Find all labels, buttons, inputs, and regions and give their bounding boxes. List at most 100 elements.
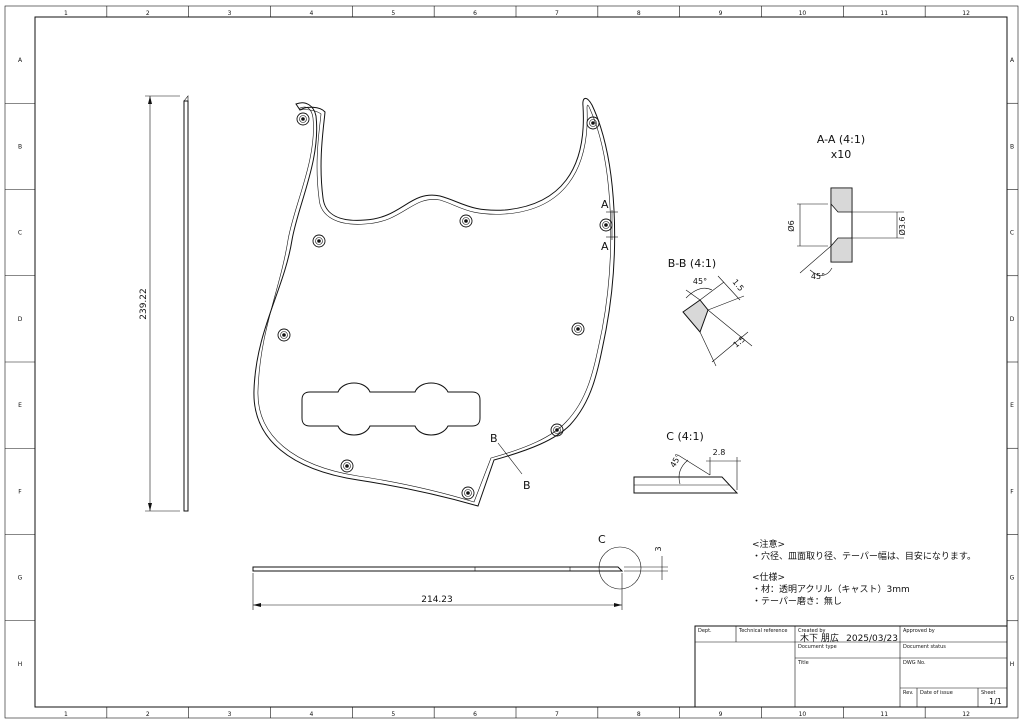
- grid-column-label: 8: [637, 711, 641, 718]
- grid-column-label: 2: [146, 711, 150, 718]
- bottom-thickness-dim: 3: [654, 546, 663, 551]
- section-aa-label: A-A (4:1): [817, 133, 865, 146]
- grid-row-label: C: [18, 230, 22, 237]
- section-bb-view: B-B (4:1) 1.5 1.5 45°: [668, 257, 753, 367]
- screw-hole: [586, 116, 600, 130]
- grid-row-label: C: [1010, 230, 1014, 237]
- grid-row-label: A: [1010, 57, 1015, 64]
- grid-row-label: E: [1010, 402, 1014, 409]
- inner-frame: [34, 16, 1008, 708]
- grid-column-label: 7: [555, 711, 559, 718]
- tb-title: Title: [797, 660, 809, 666]
- tb-dwg-no: DWG No.: [903, 660, 926, 666]
- tb-created-by: 木下 朋広: [800, 632, 839, 644]
- grid-column-label: 10: [799, 711, 807, 718]
- c-angle: 45°: [668, 452, 683, 469]
- grid-column-label: 2: [146, 10, 150, 17]
- screw-hole: [599, 218, 613, 232]
- screw-hole: [296, 112, 310, 126]
- section-bb-label: B-B (4:1): [668, 257, 716, 270]
- grid-column-label: 3: [228, 10, 232, 17]
- outer-frame: [4, 5, 1019, 719]
- grid-ticks: [5, 6, 1018, 718]
- pickup-cutout: [301, 382, 481, 436]
- detail-c-view: C (4:1) 2.8 45°: [633, 430, 741, 494]
- section-mark-b-top: B: [490, 432, 498, 445]
- grid-column-label: 1: [64, 10, 68, 17]
- detail-mark-c: C: [598, 533, 606, 546]
- tb-rev: Rev.: [903, 690, 914, 696]
- grid-column-label: 9: [719, 10, 723, 17]
- grid-row-label: G: [1010, 575, 1015, 582]
- section-aa-count: x10: [831, 148, 852, 161]
- grid-row-label: H: [1010, 661, 1015, 668]
- pickguard-inner-outline: [257, 104, 611, 503]
- grid-column-label: 3: [228, 711, 232, 718]
- screw-hole: [550, 423, 564, 437]
- grid-column-label: 12: [962, 10, 970, 17]
- grid-row-label: F: [18, 488, 22, 495]
- bottom-view: 214.23 C 3: [252, 533, 668, 610]
- tb-approved: Approved by: [903, 628, 935, 634]
- tb-doc-type: Document type: [798, 644, 837, 650]
- spec-title: <仕様>: [752, 573, 786, 583]
- section-mark-a-bottom: A: [601, 240, 609, 253]
- tb-doc-status: Document status: [903, 644, 946, 650]
- pickguard-view: A A B B: [253, 97, 618, 507]
- screw-hole: [571, 322, 585, 336]
- tb-created-label: Created by: [798, 628, 826, 634]
- side-height-dim: 239.22: [139, 288, 149, 320]
- bb-top-dim: 1.5: [730, 278, 745, 294]
- grid-column-label: 9: [719, 711, 723, 718]
- aa-outer-dia: Ø6: [786, 220, 796, 231]
- detail-c-label: C (4:1): [666, 430, 703, 443]
- grid-row-label: D: [18, 316, 23, 323]
- grid-row-label: H: [18, 661, 23, 668]
- screw-hole: [459, 214, 473, 228]
- grid-column-label: 7: [555, 10, 559, 17]
- grid-column-label: 10: [799, 10, 807, 17]
- grid-column-label: 4: [310, 711, 314, 718]
- screw-holes: [277, 112, 613, 500]
- section-aa-view: A-A (4:1) x10 Ø3.6 Ø6 45°: [786, 133, 907, 281]
- pickguard-outline: [253, 97, 616, 507]
- screw-hole: [277, 328, 291, 342]
- screw-hole: [461, 486, 475, 500]
- caution-title: <注意>: [752, 540, 786, 550]
- c-width-dim: 2.8: [713, 448, 726, 457]
- bb-angle: 45°: [693, 277, 707, 286]
- screw-hole: [312, 234, 326, 248]
- caution-line: ・穴径、皿面取り径、テーパー幅は、目安になります。: [752, 552, 977, 562]
- grid-column-label: 11: [880, 10, 888, 17]
- section-mark-a-top: A: [601, 198, 609, 211]
- section-mark-b-bottom: B: [523, 479, 531, 492]
- aa-inner-dia: Ø3.6: [897, 216, 907, 235]
- tb-tech-ref: Technical reference: [738, 628, 787, 634]
- side-view: 239.22: [139, 95, 189, 512]
- grid-row-label: G: [18, 575, 23, 582]
- grid-row-label: D: [1010, 316, 1015, 323]
- detail-c-circle: [598, 546, 642, 590]
- bb-side-dim: 1.5: [732, 334, 748, 349]
- grid-column-label: 5: [391, 711, 395, 718]
- tb-sheet: 1/1: [989, 697, 1002, 706]
- grid-column-label: 5: [391, 10, 395, 17]
- tb-dept: Dept.: [698, 628, 712, 634]
- spec-line-2: ・テーパー磨き：無し: [752, 597, 842, 607]
- grid-row-label: B: [1010, 143, 1014, 150]
- grid-column-label: 6: [473, 711, 477, 718]
- grid-column-label: 12: [962, 711, 970, 718]
- aa-angle: 45°: [811, 272, 825, 281]
- grid-column-label: 6: [473, 10, 477, 17]
- spec-line-1: ・材：透明アクリル（キャスト）3mm: [752, 585, 910, 595]
- grid-column-label: 11: [880, 711, 888, 718]
- tb-date-issue: Date of issue: [920, 690, 953, 696]
- grid-row-label: B: [18, 143, 22, 150]
- grid-column-label: 1: [64, 711, 68, 718]
- grid-row-label: F: [1010, 488, 1014, 495]
- tb-date: 2025/03/23: [846, 634, 898, 644]
- grid-row-label: A: [18, 57, 23, 64]
